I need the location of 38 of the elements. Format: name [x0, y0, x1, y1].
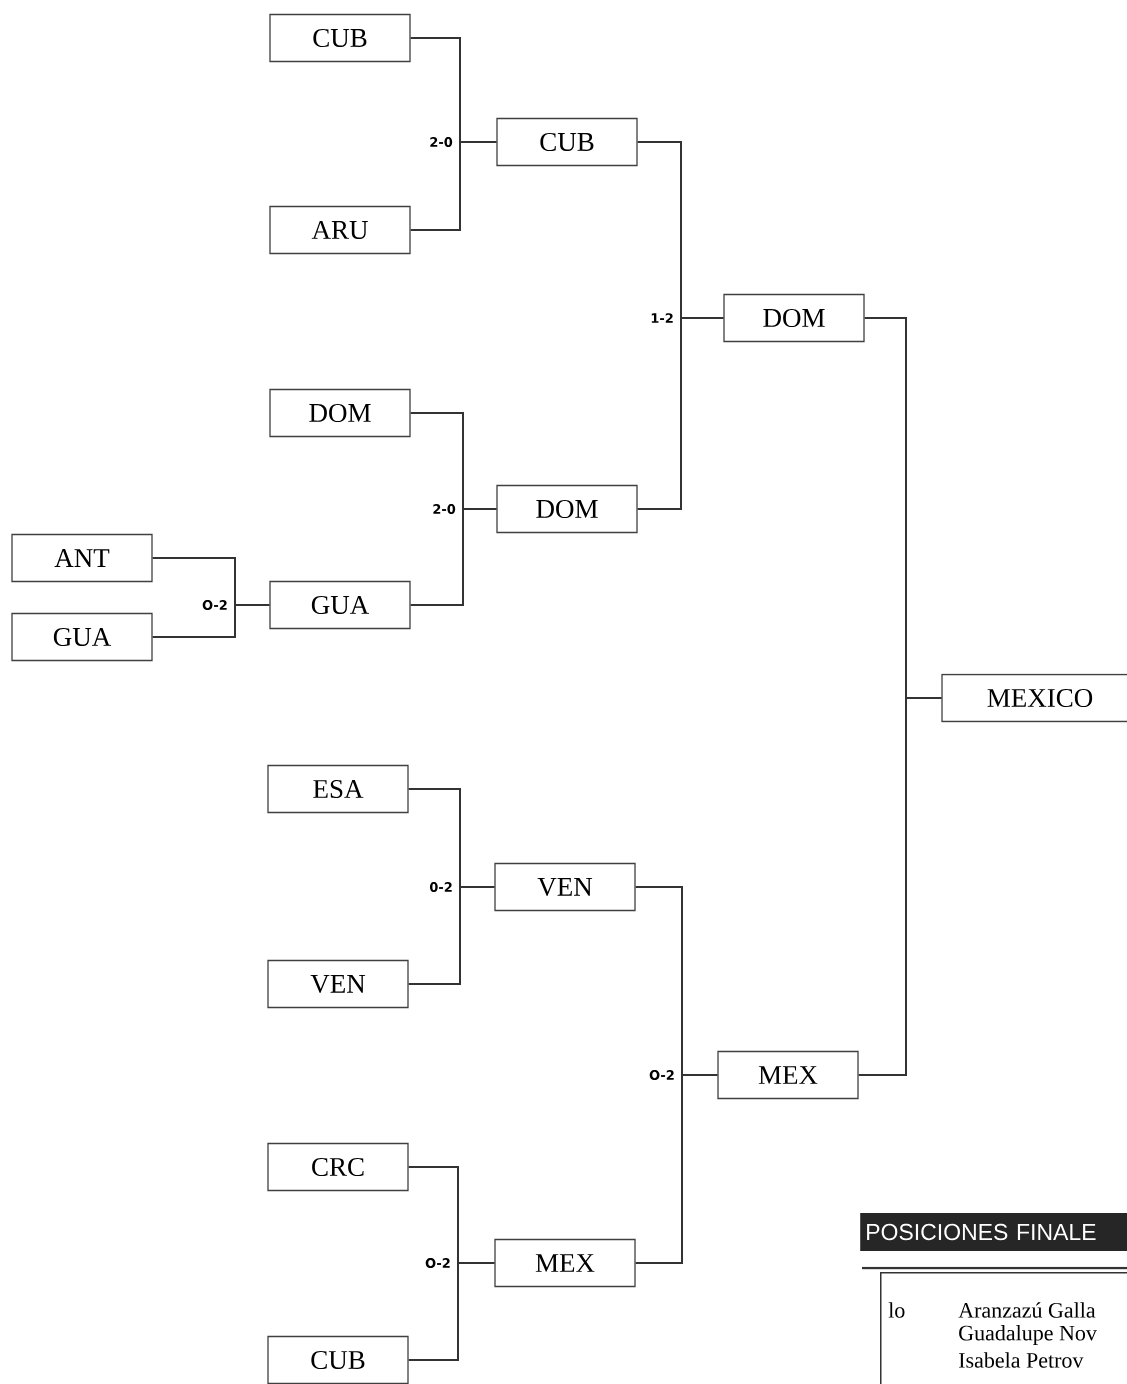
- bracket-line: [634, 1074, 719, 1264]
- player-name: Isabela Petrov: [959, 1352, 1084, 1368]
- place-label: lo: [888, 1302, 905, 1318]
- team-box: MEX: [717, 1050, 859, 1100]
- team-box: CUB: [496, 117, 638, 167]
- player-name: Guadalupe Nov: [959, 1325, 1097, 1345]
- team-box: VEN: [494, 862, 636, 912]
- team-box: ARU: [269, 205, 411, 255]
- bracket-line: [409, 141, 498, 231]
- team-box: CUB: [269, 13, 411, 63]
- bracket-line: [407, 886, 496, 985]
- score-label: O-2: [649, 1070, 674, 1080]
- score-label: O-2: [425, 1258, 450, 1268]
- bracket-line: [636, 317, 725, 510]
- team-box: DOM: [269, 388, 411, 438]
- team-box: GUA: [269, 580, 411, 630]
- team-box: ESA: [267, 764, 409, 814]
- team-box: DOM: [496, 484, 638, 534]
- team-box: GUA: [11, 612, 153, 662]
- team-box: VEN: [267, 959, 409, 1009]
- bracket-line: [409, 508, 498, 606]
- bracket-line: [151, 604, 271, 638]
- team-box: DOM: [723, 293, 865, 343]
- score-label: 0-2: [429, 882, 452, 892]
- team-box: MEX: [494, 1238, 636, 1288]
- player-name: Aranzazú Galla: [958, 1302, 1096, 1318]
- team-box: ANT: [11, 533, 153, 583]
- bracket-line: [857, 697, 943, 1076]
- score-label: 2-0: [433, 504, 456, 514]
- score-label: 2-0: [430, 137, 453, 147]
- team-box: CUB: [267, 1335, 409, 1384]
- results-table: [862, 1266, 1127, 1384]
- score-label: 1-2: [651, 313, 673, 323]
- score-label: O-2: [202, 600, 227, 610]
- heading-band: POSICIONES FINALE: [860, 1213, 1127, 1251]
- team-box: MEXICO: [941, 673, 1127, 723]
- bracket-line: [407, 1262, 496, 1361]
- team-box: CRC: [267, 1142, 409, 1192]
